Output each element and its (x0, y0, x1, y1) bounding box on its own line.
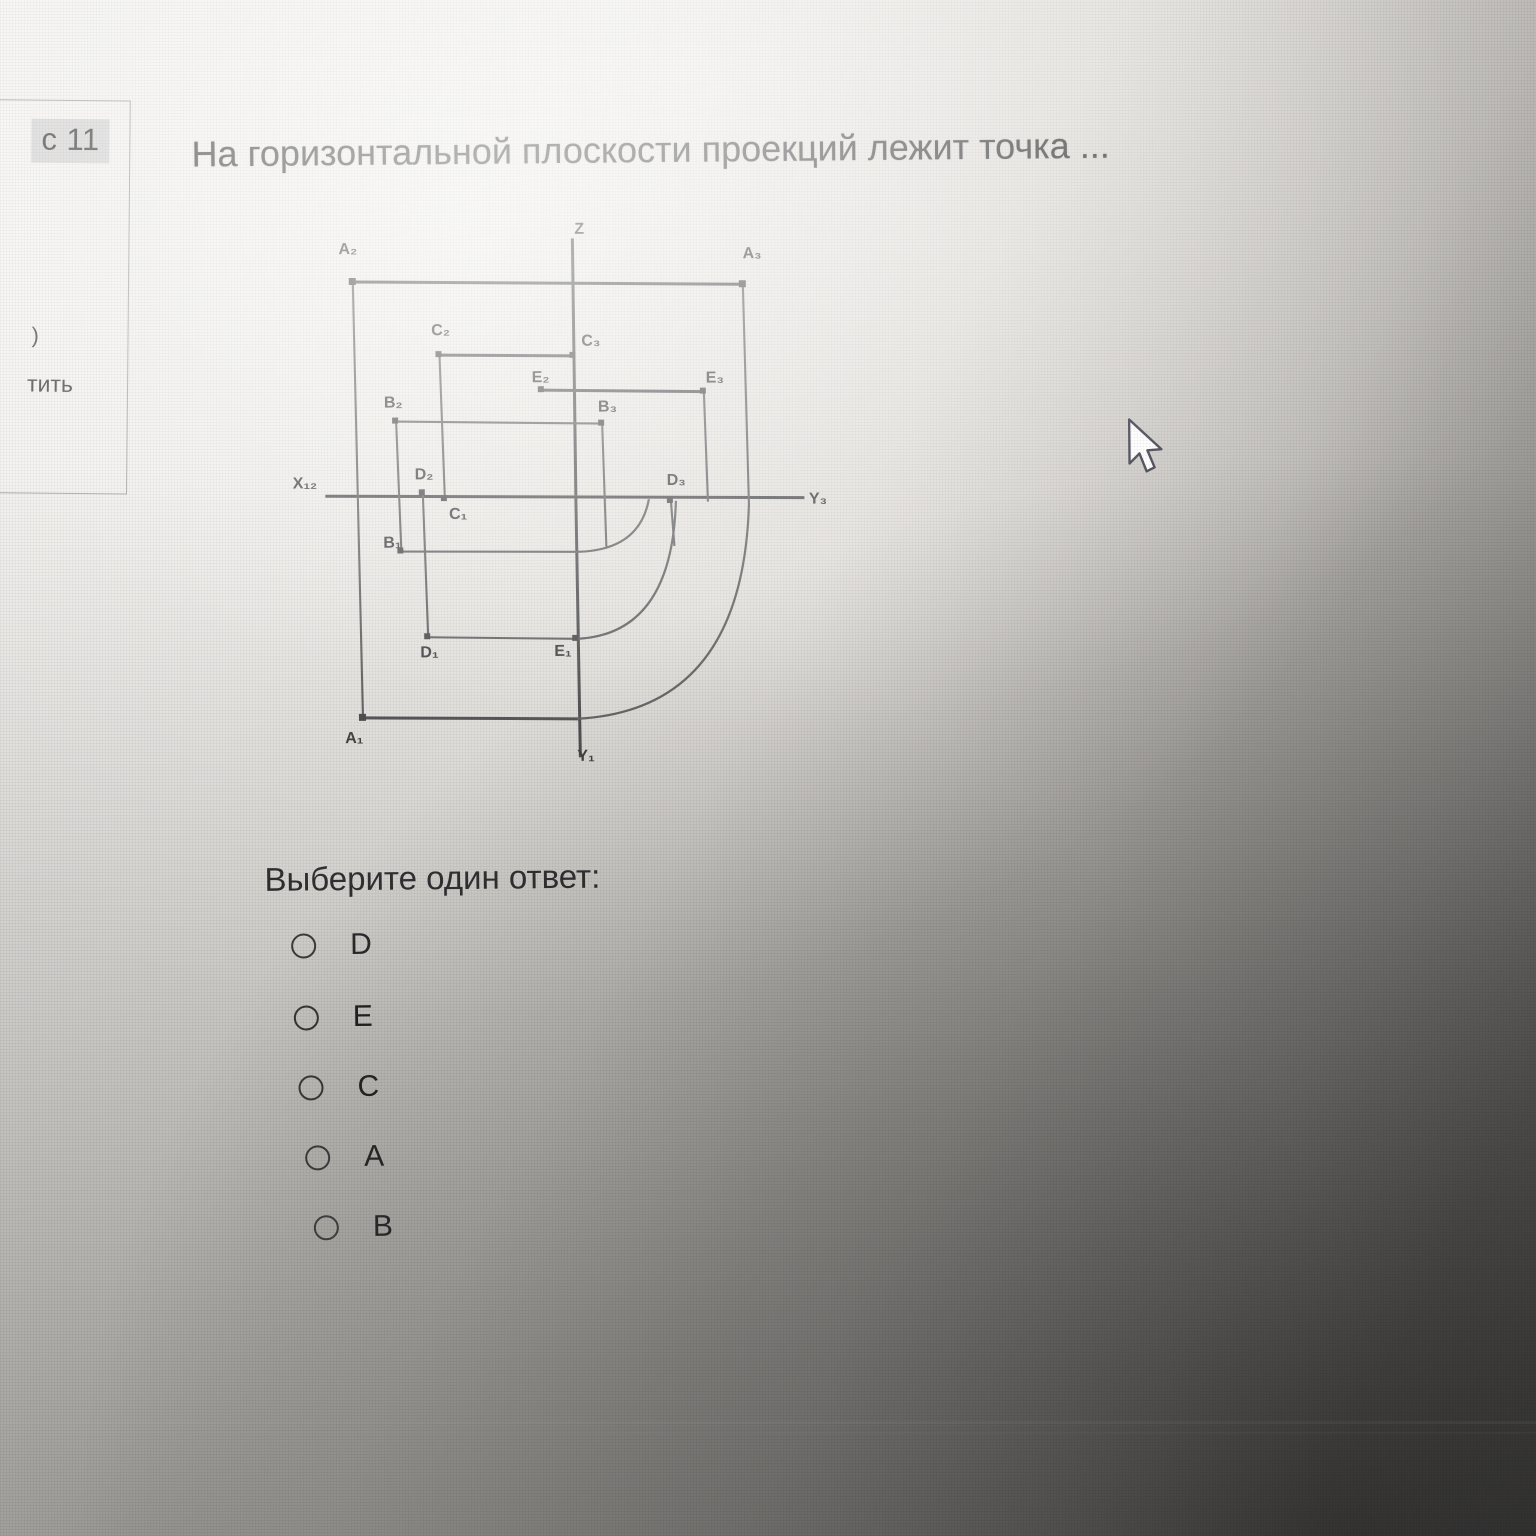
point-label-C1: C₁ (449, 506, 468, 523)
axis-label-y1: Y₁ (577, 748, 595, 765)
radio-option-c[interactable] (298, 1074, 324, 1101)
axis-label-z: Z (574, 221, 584, 238)
point-label-B1: B₁ (383, 535, 402, 552)
point-label-A1: A₁ (345, 730, 364, 747)
point-label-B2: B₂ (384, 394, 403, 411)
answer-option-c[interactable]: C (298, 1070, 379, 1105)
answer-option-e-label: E (352, 999, 374, 1034)
answer-option-a[interactable]: A (305, 1140, 384, 1175)
question-stem: На горизонтальной плоскости проекций леж… (191, 124, 1110, 175)
radio-option-e[interactable] (293, 1004, 319, 1031)
answer-option-a-label: A (364, 1139, 385, 1173)
point-label-C3: C₃ (581, 333, 600, 350)
radio-option-d[interactable] (291, 932, 317, 959)
flag-question-link[interactable]: тить (26, 370, 74, 397)
point-label-E1: E₁ (554, 643, 572, 660)
answer-option-c-label: C (357, 1069, 380, 1103)
answer-option-b-label: B (372, 1209, 394, 1243)
radio-option-a[interactable] (305, 1144, 331, 1170)
question-number-badge: с 11 (31, 118, 110, 164)
question-nav-panel[interactable]: с 11 ) тить (0, 98, 131, 495)
point-label-E3: E₃ (706, 369, 724, 386)
axis-label-x: X₁₂ (293, 475, 318, 492)
answer-option-d-label: D (349, 927, 372, 962)
point-label-A2: A₂ (338, 241, 357, 258)
radio-option-b[interactable] (313, 1214, 339, 1240)
projection-diagram: .ln{stroke:#4a4a4c;stroke-width:2.1;fill… (272, 213, 847, 788)
point-label-A3: A₃ (742, 245, 761, 262)
point-label-E2: E₂ (532, 369, 550, 386)
answer-option-d[interactable]: D (291, 928, 372, 963)
axis-label-y3: Y₃ (809, 490, 827, 507)
point-label-D1: D₁ (420, 644, 439, 661)
point-label-D2: D₂ (415, 466, 434, 483)
point-label-C2: C₂ (431, 322, 450, 339)
point-label-D3: D₃ (667, 472, 686, 489)
nav-secondary-text: ) (31, 322, 39, 348)
point-label-B3: B₃ (598, 398, 617, 415)
answers-instruction: Выберите один ответ: (264, 857, 601, 898)
arrow-pointer-cursor (1124, 416, 1171, 478)
answer-option-b[interactable]: B (313, 1209, 394, 1245)
answer-option-e[interactable]: E (293, 999, 374, 1035)
